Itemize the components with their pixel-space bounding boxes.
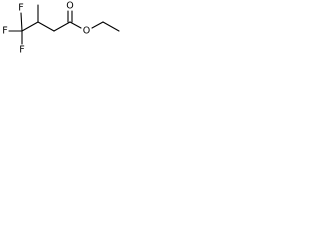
bond-cf3-ch	[21, 21, 39, 32]
bond-cf-top	[20, 12, 23, 32]
atom-label-o-ester: O	[83, 26, 90, 37]
atom-label-f-left: F	[2, 26, 7, 37]
atom-label-o-carbonyl: O	[66, 1, 73, 12]
atom-label-f-bottom: F	[19, 45, 24, 56]
bond-o-ch2	[91, 21, 104, 29]
bond-ch2-carbonyl	[53, 21, 71, 32]
structure-diagram: F F F O O	[0, 0, 126, 58]
atom-label-f-top: F	[18, 3, 23, 14]
bond-ch2-ch3	[102, 21, 120, 32]
bond-ch-ch2	[37, 21, 55, 32]
bond-c-o-ester	[69, 21, 82, 29]
skeletal-formula: F F F O O	[2, 1, 120, 56]
